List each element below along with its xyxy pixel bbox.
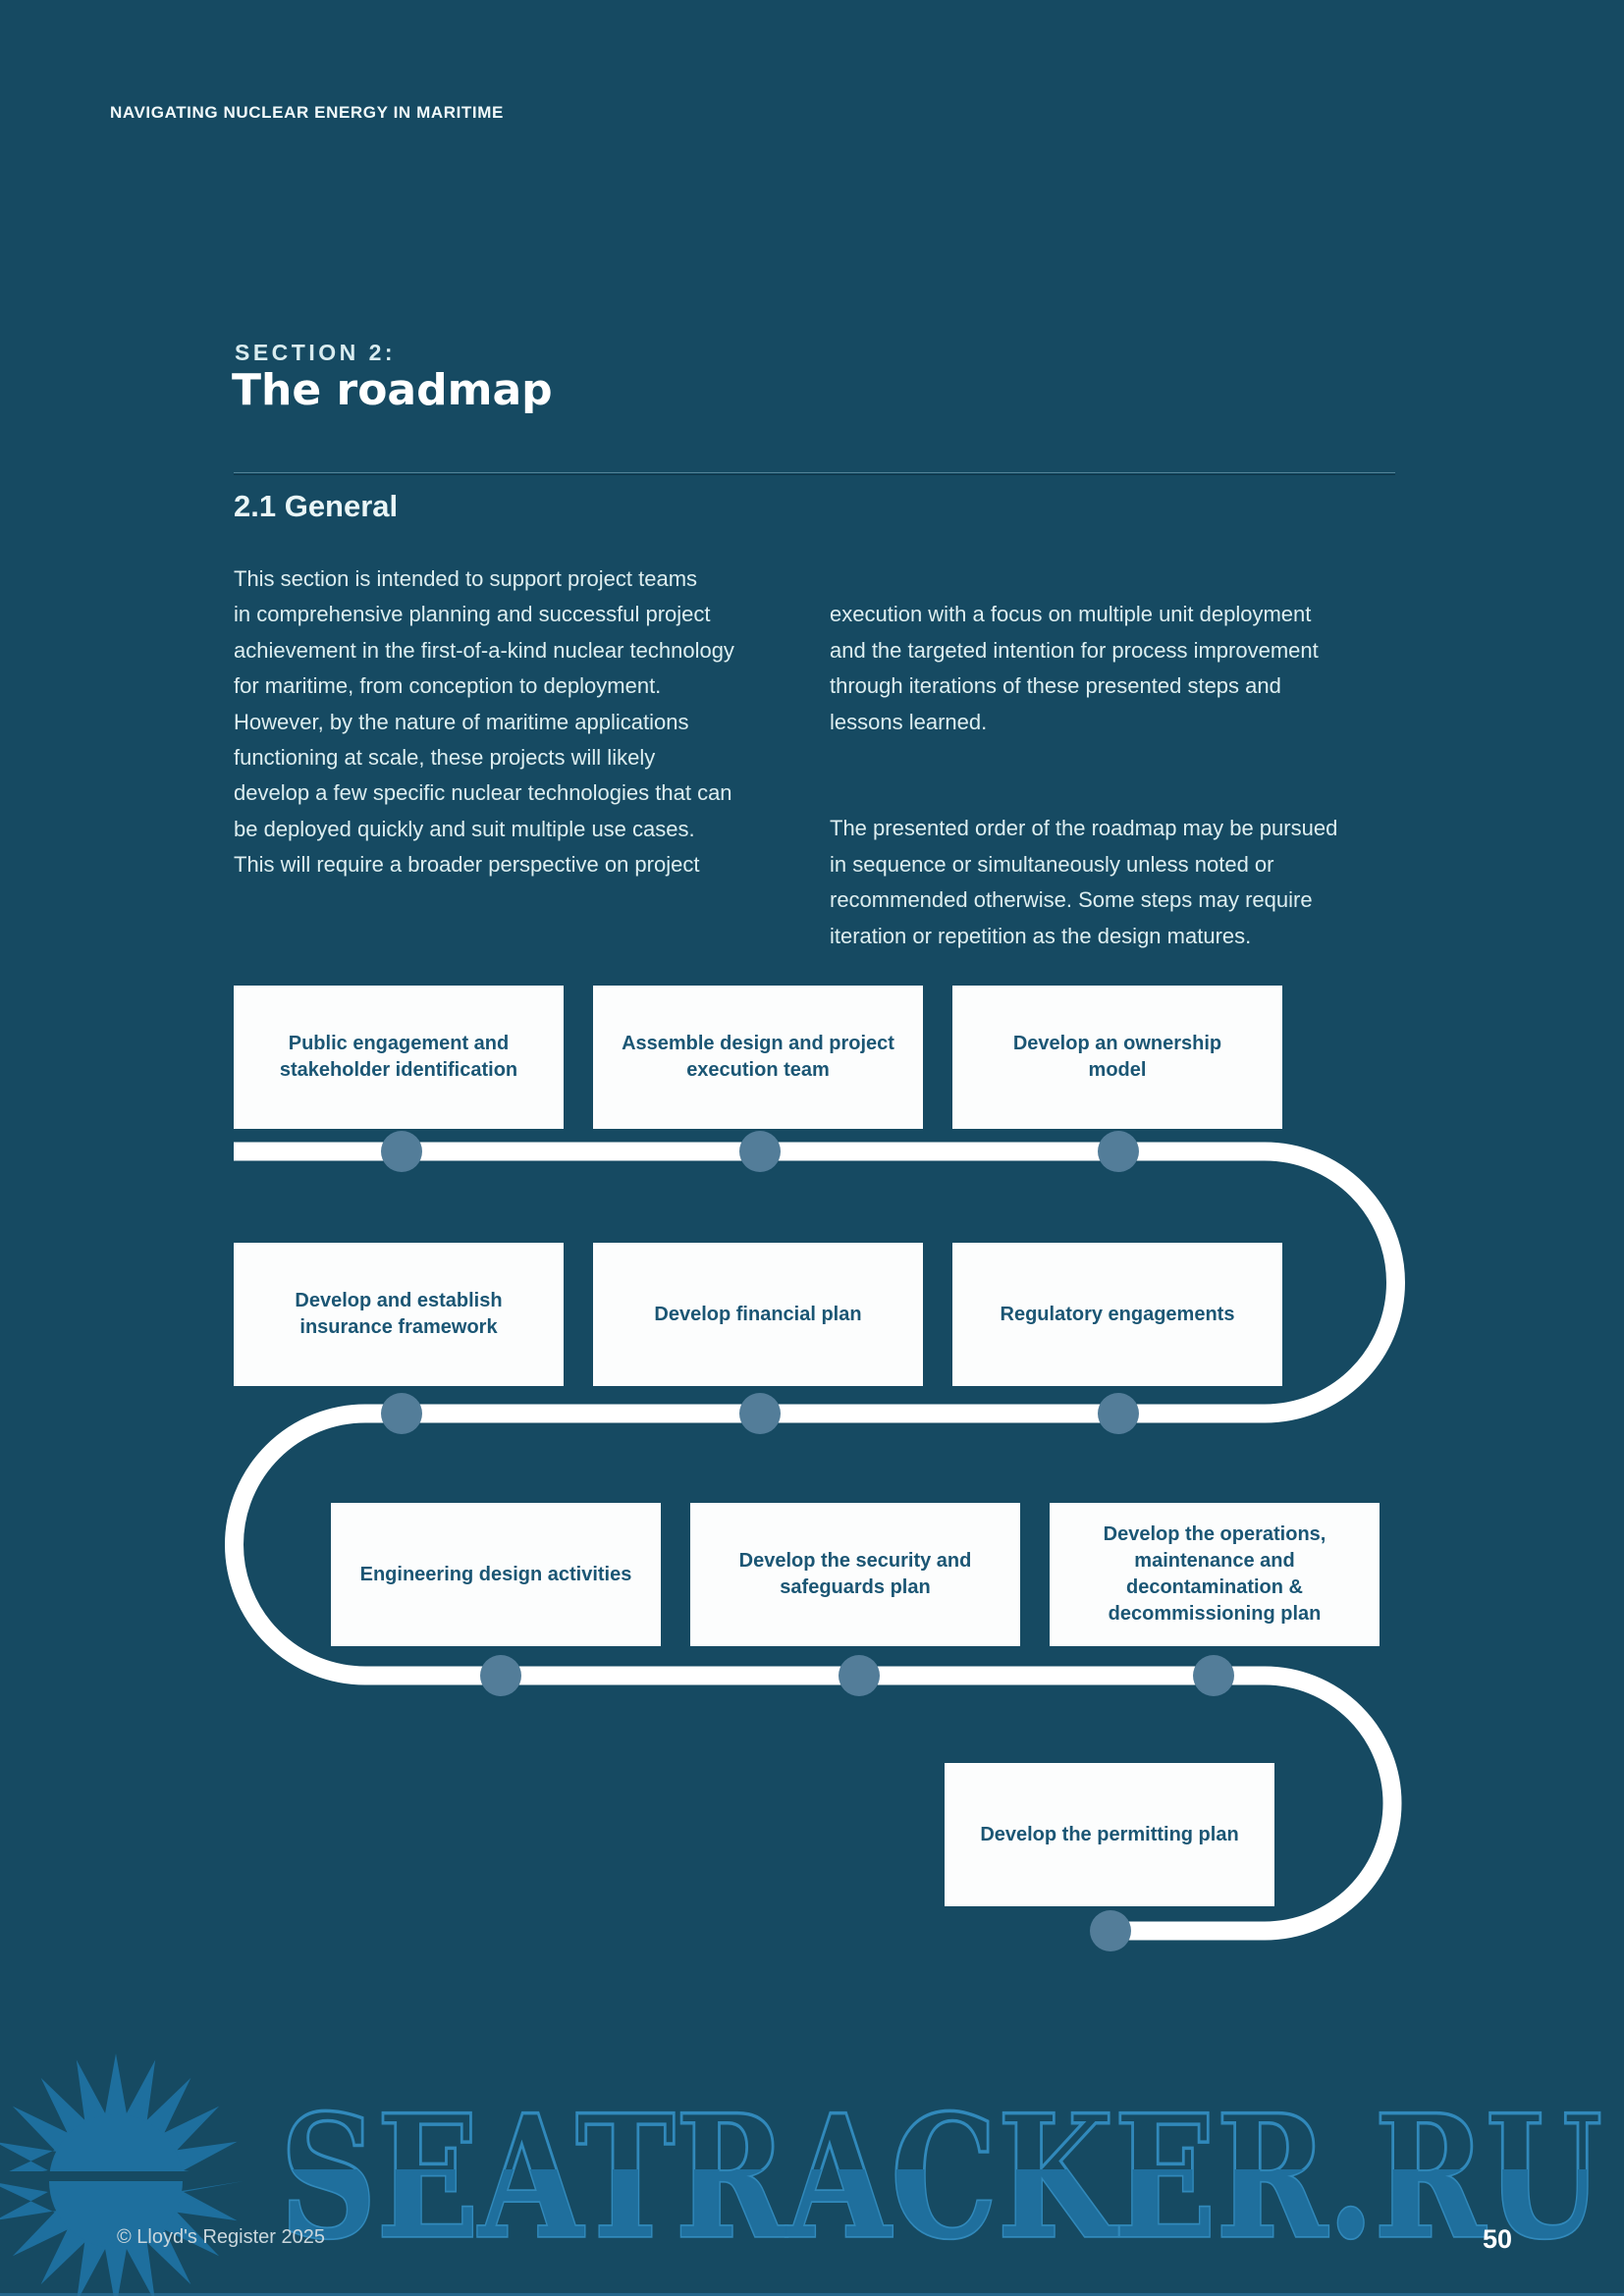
sun-icon [0,2054,275,2296]
section-divider [234,472,1395,475]
roadmap-step-box: Develop financial plan [593,1243,923,1386]
roadmap-step-box: Assemble design and project execution te… [593,986,923,1129]
body-paragraph: The presented order of the roadmap may b… [830,816,1338,948]
page-number: 50 [1482,2224,1512,2254]
roadmap-node [381,1131,422,1172]
roadmap-step-box: Develop and establish insurance framewor… [234,1243,564,1386]
roadmap-step-box: Develop an ownership model [952,986,1282,1129]
roadmap-step-box: Engineering design activities [331,1503,661,1646]
watermark-text: SEATRACKER.RU [280,2077,1602,2276]
body-paragraph: execution with a focus on multiple unit … [830,602,1319,734]
copyright-text: © Lloyd's Register 2025 [117,2226,326,2248]
roadmap-step-box: Regulatory engagements [952,1243,1282,1386]
page-bottom-edge [0,2293,1624,2296]
subsection-title: 2.1 General [234,489,399,523]
section-label: SECTION 2: [235,340,397,365]
roadmap-step-box: Public engagement and stakeholder identi… [234,986,564,1129]
roadmap-node [1098,1131,1139,1172]
roadmap-node [381,1393,422,1434]
roadmap-node [739,1131,781,1172]
body-column-left: This section is intended to support proj… [234,566,734,878]
roadmap-step-box: Develop the operations, maintenance and … [1050,1503,1380,1646]
roadmap-node [839,1655,880,1696]
roadmap-path [225,1142,1405,1941]
report-header: NAVIGATING NUCLEAR ENERGY IN MARITIME [110,103,504,122]
roadmap-node [1193,1655,1234,1696]
roadmap-node [480,1655,521,1696]
page-title: The roadmap [232,365,553,415]
roadmap-step-box: Develop the permitting plan [945,1763,1274,1906]
watermark: SEATRACKER.RU SEATRACKER.RU [0,2054,1604,2296]
roadmap-node [739,1393,781,1434]
body-column-right: execution with a focus on multiple unit … [830,561,1419,989]
roadmap-node [1090,1910,1131,1951]
roadmap-step-box: Develop the security and safeguards plan [690,1503,1020,1646]
watermark-text-outline: SEATRACKER.RU [280,2077,1602,2276]
roadmap-node [1098,1393,1139,1434]
